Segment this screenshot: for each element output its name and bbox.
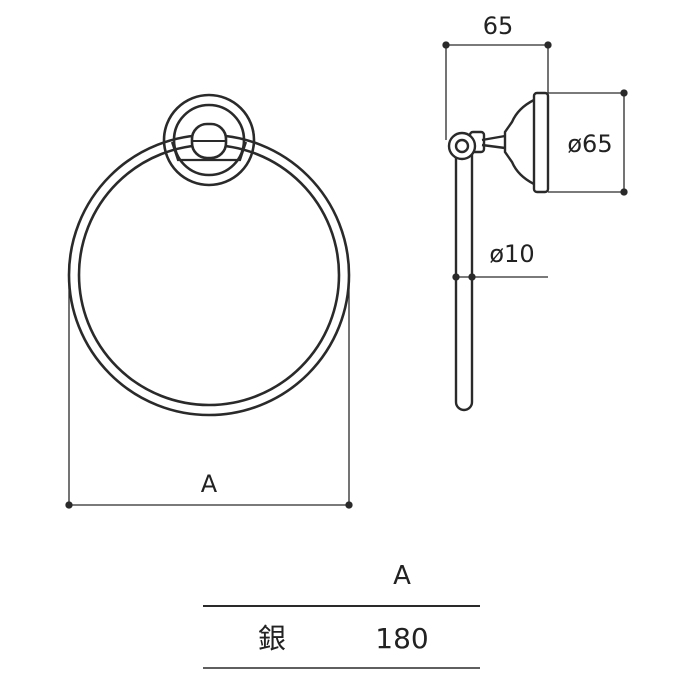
hanger-sleeve (170, 141, 248, 162)
side-ring-rod (454, 148, 474, 412)
side-rosette (503, 98, 535, 186)
wall-plate-outer (162, 93, 256, 187)
dimension-depth (442, 41, 552, 140)
spec-table: A 銀 180 (203, 561, 480, 669)
side-view (447, 91, 550, 412)
dimension-plate-label: ø65 (567, 130, 612, 158)
dimension-rod (452, 273, 548, 281)
side-arm (481, 134, 506, 150)
side-wall-plate (532, 91, 550, 194)
table-row-value: 180 (375, 622, 428, 655)
dimension-a-label: A (201, 470, 218, 498)
dimension-a (65, 280, 353, 509)
dimension-plate (548, 89, 628, 196)
dimension-depth-label: 65 (483, 12, 514, 40)
front-view (67, 93, 351, 417)
table-row-material: 銀 (258, 622, 286, 655)
ring-outer (67, 133, 351, 417)
dimension-rod-label: ø10 (489, 240, 534, 268)
table-header-a: A (393, 561, 411, 591)
side-knob (447, 131, 477, 161)
